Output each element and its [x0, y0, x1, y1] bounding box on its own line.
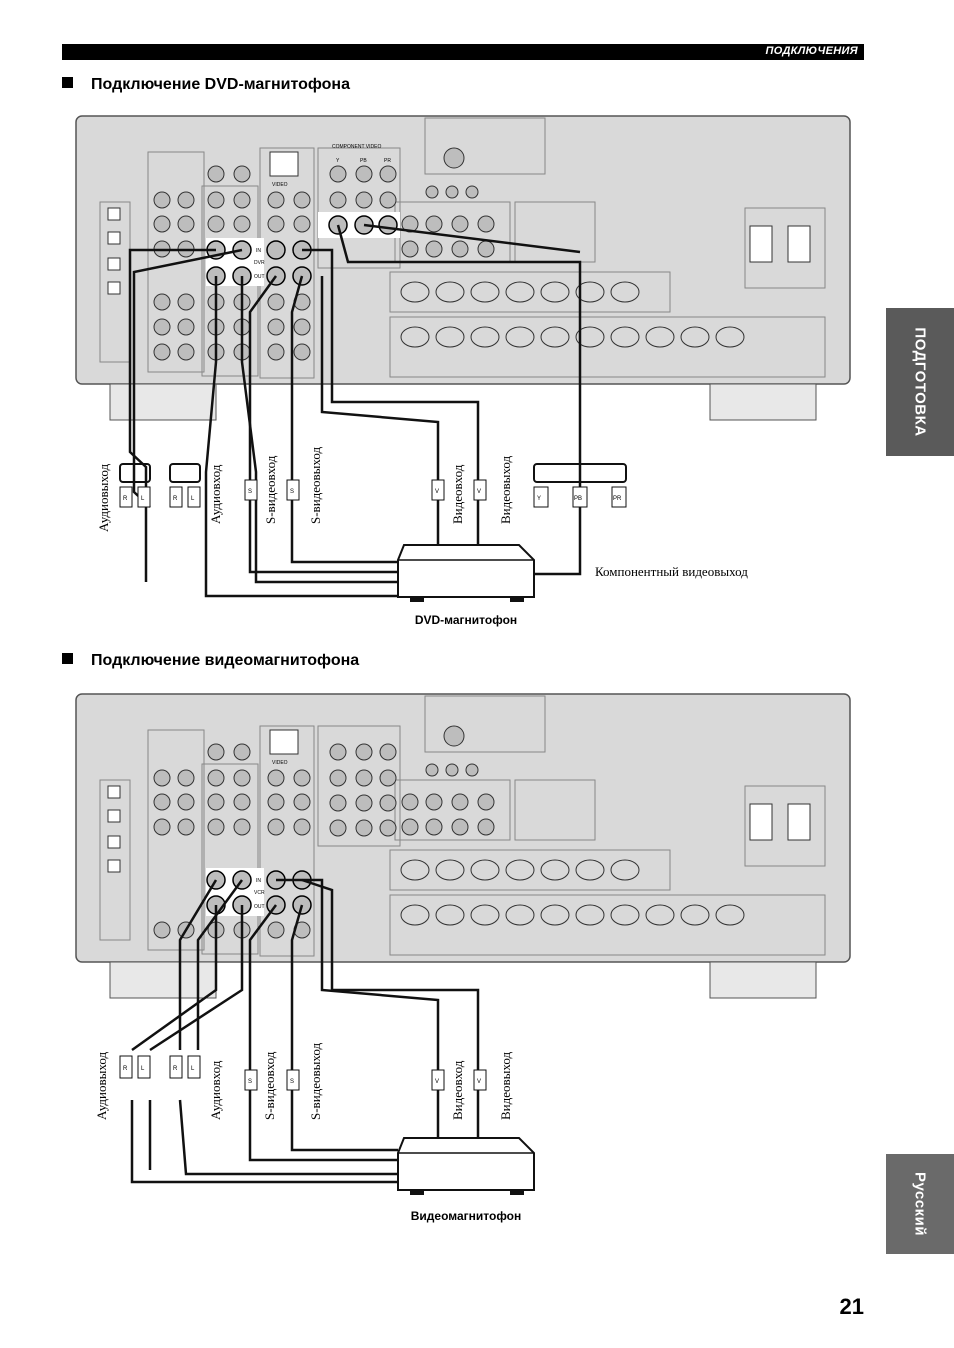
plug-video-2: V — [473, 479, 487, 501]
svg-text:S: S — [248, 489, 252, 495]
ac-outlet-block — [744, 207, 826, 289]
svg-text:Y: Y — [537, 496, 541, 502]
plug-audio-pair-2: R L — [169, 1055, 201, 1079]
svg-text:V: V — [477, 1079, 481, 1085]
device-caption-vcr: Видеомагнитофон — [411, 1209, 522, 1223]
plug-audio-pair-1: R L — [119, 463, 151, 508]
square-bullet-icon — [62, 653, 73, 664]
header-section-title: ПОДКЛЮЧЕНИЯ — [765, 45, 858, 57]
svg-text:PB: PB — [574, 496, 582, 502]
plug-svideo-1: S — [244, 479, 258, 501]
device-caption-dvd: DVD-магнитофон — [415, 613, 517, 627]
header-bar: ПОДКЛЮЧЕНИЯ — [62, 44, 864, 60]
label-pb: PB — [360, 158, 367, 164]
ac-outlet-2 — [787, 225, 811, 263]
page-number: 21 — [839, 1294, 864, 1319]
label-video: VIDEO — [272, 760, 288, 766]
label-video-out: Видеовыход — [498, 1051, 513, 1120]
plug-component-trio: Y PB PR — [533, 463, 627, 508]
plug-audio-pair-2: R L — [169, 463, 201, 508]
receiver-foot-right — [709, 383, 817, 421]
svg-text:R: R — [173, 496, 178, 502]
label-out: OUT — [254, 274, 265, 280]
label-video: VIDEO — [272, 182, 288, 188]
dvd-recorder-device — [397, 544, 535, 602]
svg-text:R: R — [123, 496, 128, 502]
label-svideo-in: S-видеовход — [263, 455, 278, 524]
vcr-connection-diagram: VIDEO IN VCR OUT R L R L S S V V Аудиовы… — [75, 693, 851, 1223]
label-y: Y — [336, 158, 340, 164]
svg-text:S: S — [248, 1079, 252, 1085]
section-title-vcr: Подключение видеомагнитофона — [62, 652, 359, 670]
speaker-row-bottom — [389, 316, 826, 378]
svg-text:V: V — [435, 1079, 439, 1085]
label-svideo-out: S-видеовыход — [308, 1042, 323, 1120]
video-connector — [269, 151, 299, 177]
plug-video-1: V — [431, 479, 445, 501]
plug-svideo-1: S — [244, 1069, 258, 1091]
ac-outlet-1 — [749, 225, 773, 263]
svg-text:R: R — [173, 1066, 178, 1072]
cable-svideo — [248, 275, 398, 574]
label-audio-in: Аудиовход — [208, 464, 223, 524]
label-component-video: COMPONENT VIDEO — [332, 144, 381, 150]
svg-text:S: S — [290, 1079, 294, 1085]
label-video-out: Видеовыход — [498, 455, 513, 524]
section-title-dvd: Подключение DVD-магнитофона — [62, 76, 350, 94]
label-in: IN — [256, 878, 261, 884]
vcr-device — [397, 1137, 535, 1195]
label-video-in: Видеовход — [450, 464, 465, 524]
svg-text:V: V — [435, 489, 439, 495]
label-out: OUT — [254, 904, 265, 910]
plug-video-2: V — [473, 1069, 487, 1091]
svg-text:L: L — [141, 1066, 145, 1072]
plug-svideo-2: S — [286, 479, 300, 501]
component-block — [317, 147, 401, 269]
label-video-in: Видеовход — [450, 1060, 465, 1120]
label-audio-out: Аудиовыход — [96, 464, 111, 532]
speaker-terminals — [400, 281, 745, 348]
svg-text:L: L — [141, 496, 145, 502]
label-component-out: Компонентный видеовыход — [595, 564, 748, 579]
label-pr: PR — [384, 158, 391, 164]
svg-text:R: R — [123, 1066, 128, 1072]
cable-component — [336, 224, 582, 576]
dvd-connection-diagram: COMPONENT VIDEO Y PB PR VIDEO IN DVR OUT… — [75, 115, 851, 627]
square-bullet-icon — [62, 77, 73, 88]
plug-svideo-2: S — [286, 1069, 300, 1091]
receiver-foot-left — [109, 383, 217, 421]
side-tab-language: Русский — [886, 1154, 954, 1254]
jack-grid — [153, 147, 495, 361]
receiver-foot-left — [109, 961, 217, 999]
label-in: IN — [256, 248, 261, 254]
cable-audio-out — [204, 276, 398, 598]
label-dvr: DVR — [254, 260, 265, 266]
svg-text:V: V — [477, 489, 481, 495]
label-svideo-out: S-видеовыход — [308, 446, 323, 524]
plug-audio-pair-1: R L — [119, 1055, 151, 1079]
svg-text:S: S — [290, 489, 294, 495]
plug-video-1: V — [431, 1069, 445, 1091]
antenna-block — [424, 117, 546, 175]
label-audio-out: Аудиовыход — [94, 1052, 109, 1120]
receiver-foot-right — [709, 961, 817, 999]
label-audio-in: Аудиовход — [208, 1060, 223, 1120]
svg-text:L: L — [191, 1066, 195, 1072]
label-vcr: VCR — [254, 890, 265, 896]
speaker-row-top — [389, 271, 671, 313]
optical-jacks — [107, 207, 121, 295]
svg-text:PR: PR — [613, 496, 622, 502]
label-svideo-in: S-видеовход — [262, 1051, 277, 1120]
svg-text:L: L — [191, 496, 195, 502]
audio-block-a — [147, 151, 205, 373]
cables — [130, 878, 480, 1184]
side-tab-preparation: ПОДГОТОВКА — [886, 308, 954, 456]
